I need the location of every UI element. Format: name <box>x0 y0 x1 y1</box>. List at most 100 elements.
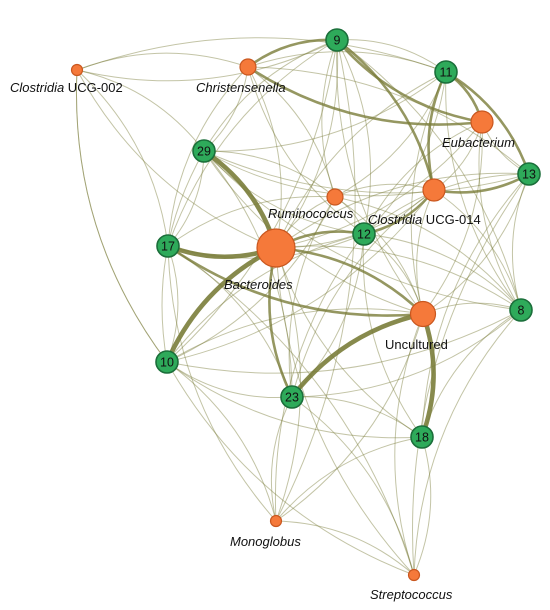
edge-uncultured-ruminococcus <box>334 196 424 315</box>
edge-clostridia014-n23 <box>291 189 435 398</box>
edge-eubacterium-christensenella <box>246 65 484 126</box>
edge-uncultured-n18 <box>419 311 436 440</box>
edge-n9-n17 <box>167 39 338 247</box>
edge-n18-streptococcus <box>413 436 432 576</box>
edge-n13-n8 <box>511 173 530 311</box>
node-eubacterium[interactable] <box>470 110 494 134</box>
genus-label-bacteroides: Bacteroides <box>224 277 293 292</box>
edge-n13-n29 <box>203 150 530 194</box>
edge-n11-n13 <box>444 70 531 176</box>
edge-n9-n10 <box>166 39 338 363</box>
node-label-n18: 18 <box>415 431 429 445</box>
node-n23[interactable] <box>280 385 304 409</box>
edge-bacteroides-eubacterium <box>275 121 483 249</box>
edge-ruminococcus-n23 <box>288 196 336 398</box>
edge-christensenella-ruminococcus <box>247 66 336 198</box>
edge-monoglobus-streptococcus <box>275 520 415 576</box>
edge-christensenella-n13 <box>247 66 530 175</box>
node-clostridia014[interactable] <box>422 178 446 202</box>
edge-n9-uncultured <box>336 39 424 315</box>
edge-clostridia002-christensenella <box>76 52 249 71</box>
edge-n12-n23 <box>291 233 365 398</box>
edge-n9-n8 <box>336 39 522 311</box>
node-n12[interactable] <box>352 222 376 246</box>
edge-n10-streptococcus <box>166 361 415 576</box>
edge-clostridia014-n8 <box>433 189 522 311</box>
edge-n9-clostridia014 <box>335 38 436 192</box>
node-n11[interactable] <box>434 60 458 84</box>
node-label-n10: 10 <box>160 356 174 370</box>
edge-n8-n10 <box>166 309 522 374</box>
node-bacteroides[interactable] <box>256 228 296 268</box>
node-n9[interactable] <box>325 28 349 52</box>
edge-bacteroides-clostridia002 <box>76 69 277 249</box>
node-n17[interactable] <box>156 234 180 258</box>
node-uncultured[interactable] <box>409 300 437 328</box>
node-clostridia002[interactable] <box>70 63 84 77</box>
edge-n29-clostridia002 <box>76 69 205 152</box>
node-n10[interactable] <box>155 350 179 374</box>
edge-clostridia014-n10 <box>166 189 435 363</box>
node-ruminococcus[interactable] <box>326 188 344 206</box>
edge-uncultured-n23 <box>289 311 426 400</box>
edge-bacteroides-christensenella <box>247 66 282 249</box>
edge-ruminococcus-n10 <box>166 196 336 363</box>
node-label-n9: 9 <box>334 34 341 48</box>
edge-clostridia014-uncultured <box>416 189 435 315</box>
edge-streptococcus-n13 <box>412 173 530 576</box>
node-label-n29: 29 <box>197 145 211 159</box>
edge-n18-n8 <box>421 309 522 438</box>
edge-ruminococcus-n17 <box>167 196 336 247</box>
node-label-n12: 12 <box>357 228 371 242</box>
edge-bacteroides-n13 <box>275 172 530 249</box>
edge-uncultured-n17 <box>166 244 425 317</box>
edge-christensenella-n17 <box>167 66 249 247</box>
edge-clostridia002-n10 <box>75 69 168 363</box>
edge-n9-n12 <box>336 39 372 235</box>
node-label-n11: 11 <box>440 66 453 80</box>
edge-n23-streptococcus <box>291 396 415 576</box>
edge-n17-streptococcus <box>167 245 415 576</box>
edge-eubacterium-n8 <box>478 121 522 311</box>
node-label-n8: 8 <box>518 304 525 318</box>
node-monoglobus[interactable] <box>269 514 283 528</box>
edge-bacteroides-n9 <box>275 39 339 249</box>
edge-n12-n8 <box>363 233 522 311</box>
edge-n9-eubacterium <box>335 38 484 124</box>
edge-n8-streptococcus <box>413 309 522 576</box>
edge-n17-n23 <box>167 245 293 398</box>
edge-bacteroides-streptococcus <box>275 247 415 576</box>
edge-n29-ruminococcus <box>203 150 336 198</box>
edge-layer <box>75 37 531 576</box>
edge-n29-n8 <box>203 150 522 311</box>
edge-n18-monoglobus <box>275 436 423 522</box>
edge-n10-monoglobus <box>166 361 277 522</box>
node-n13[interactable] <box>517 162 541 186</box>
edge-n11-clostridia014 <box>427 70 448 192</box>
edge-n17-monoglobus <box>167 245 277 522</box>
edge-n12-n10 <box>166 233 365 363</box>
edge-clostridia002-n11 <box>76 37 447 73</box>
node-christensenella[interactable] <box>239 58 257 76</box>
node-label-n13: 13 <box>522 168 536 182</box>
edge-n10-n23 <box>166 361 293 399</box>
edge-bacteroides-n11 <box>275 71 447 249</box>
genus-label-christensenella: Christensenella <box>196 80 286 95</box>
edge-n13-n18 <box>421 173 530 438</box>
node-streptococcus[interactable] <box>407 568 421 582</box>
node-label-n23: 23 <box>285 391 299 405</box>
edge-n11-ruminococcus <box>334 71 447 198</box>
edge-n9-n29 <box>203 39 338 152</box>
node-n29[interactable] <box>192 139 216 163</box>
node-n8[interactable] <box>509 298 533 322</box>
edge-n13-uncultured <box>422 173 530 315</box>
edge-n12-n29 <box>203 150 365 235</box>
edge-clostridia002-n9 <box>76 39 338 82</box>
edge-n11-christensenella <box>247 51 447 73</box>
node-n18[interactable] <box>410 425 434 449</box>
edge-n17-n10 <box>166 245 179 363</box>
edge-n10-clostridia002 <box>75 69 168 363</box>
